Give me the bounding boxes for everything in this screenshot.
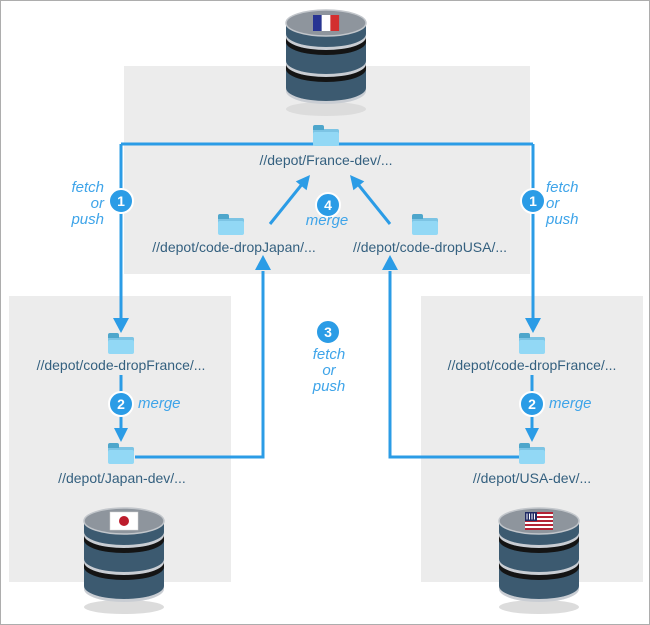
depot-label-code-drop-france-right: //depot/code-dropFrance/... <box>447 357 617 373</box>
badge-step-3: 3 <box>315 319 341 345</box>
badge-step-4: 4 <box>315 192 341 218</box>
depot-label-usa-dev: //depot/USA-dev/... <box>472 470 592 486</box>
depot-label-japan-dev: //depot/Japan-dev/... <box>58 470 186 486</box>
folder-icon-france-dev <box>313 125 339 146</box>
badge-step-1-right: 1 <box>520 188 546 214</box>
depot-label-code-drop-usa: //depot/code-dropUSA/... <box>352 239 508 255</box>
folder-icon-code-drop-france-left <box>108 333 134 354</box>
depot-label-france-dev: //depot/France-dev/... <box>259 152 393 168</box>
badge-step-2-left: 2 <box>108 391 134 417</box>
database-icon-usa <box>498 507 580 614</box>
folder-icon-usa-dev <box>519 443 545 464</box>
japan-flag-icon <box>109 511 139 531</box>
badge-step-1-left: 1 <box>108 188 134 214</box>
depot-label-code-drop-japan: //depot/code-dropJapan/... <box>152 239 316 255</box>
annotation-merge-right: merge <box>549 395 592 412</box>
badge-step-2-right: 2 <box>519 391 545 417</box>
database-icon-france <box>285 9 367 116</box>
france-flag-icon <box>313 15 340 31</box>
database-icon-japan <box>83 507 165 614</box>
folder-icon-code-drop-japan <box>218 214 244 235</box>
annotation-fetch-or-push-center: fetch or push <box>312 346 346 395</box>
folder-icon-code-drop-france-right <box>519 333 545 354</box>
usa-flag-icon <box>525 512 553 530</box>
annotation-merge-left: merge <box>138 395 181 412</box>
folder-icon-code-drop-usa <box>412 214 438 235</box>
annotation-merge-step4: merge <box>305 212 349 229</box>
annotation-fetch-or-push-right: fetch or push <box>546 179 579 228</box>
depot-label-code-drop-france-left: //depot/code-dropFrance/... <box>36 357 206 373</box>
folder-icon-japan-dev <box>108 443 134 464</box>
annotation-fetch-or-push-left: fetch or push <box>71 179 104 228</box>
